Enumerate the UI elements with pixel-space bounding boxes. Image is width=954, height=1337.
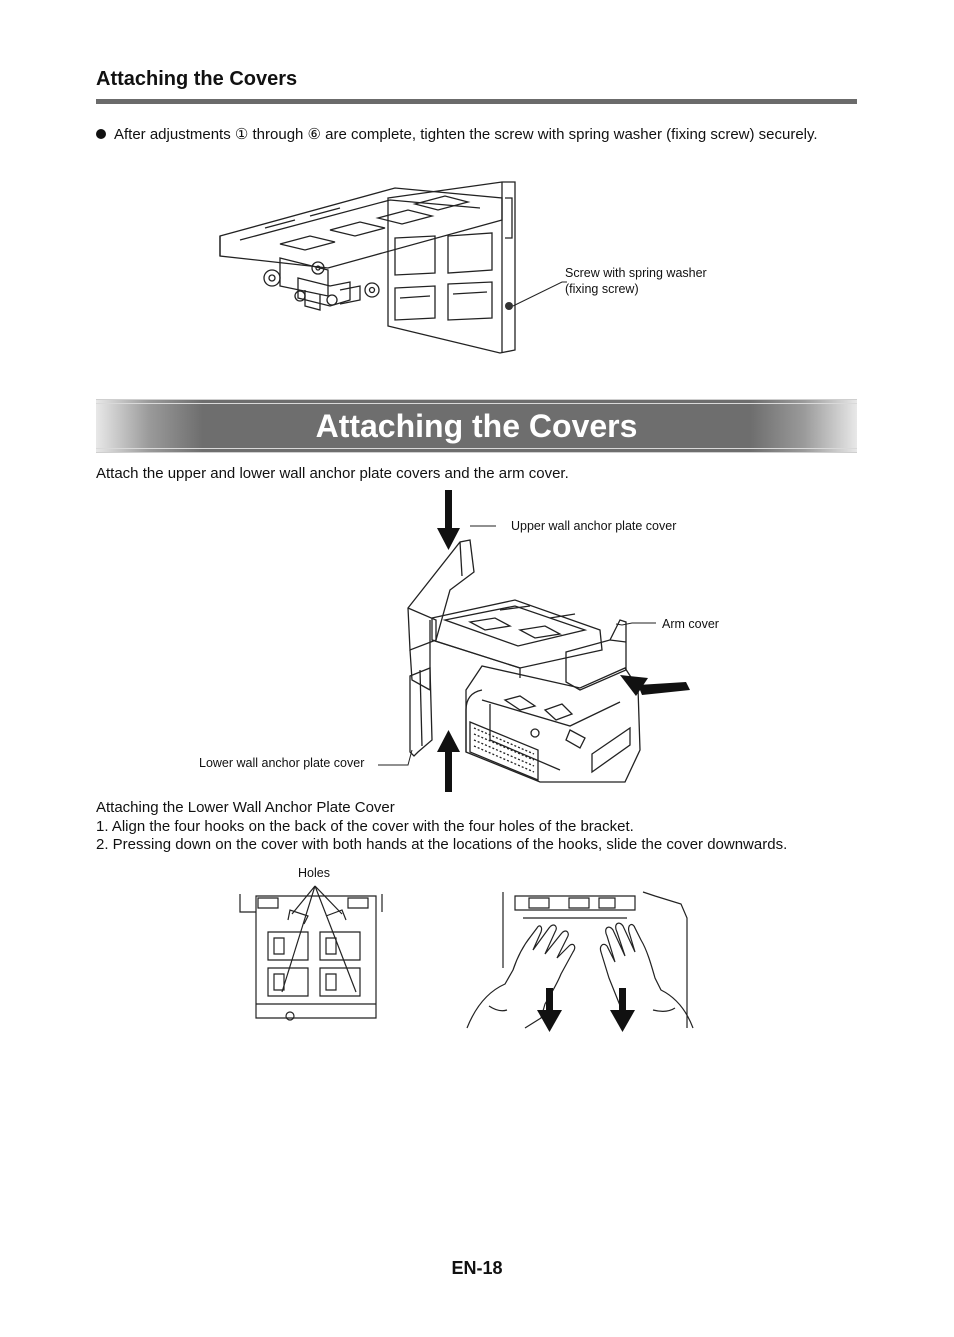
hands-slide-illustration bbox=[466, 891, 694, 1032]
bullet-icon bbox=[96, 129, 106, 139]
instruction-step-2: 2. Pressing down on the cover with both … bbox=[96, 836, 788, 853]
holes-label: Holes bbox=[298, 866, 330, 880]
arm-cover-label: Arm cover bbox=[662, 617, 719, 631]
bullet-item: After adjustments ① through ⑥ are comple… bbox=[96, 126, 856, 144]
lower-cover-label: Lower wall anchor plate cover bbox=[199, 756, 365, 770]
section-heading: Attaching the Covers bbox=[96, 68, 298, 90]
intro-text: Attach the upper and lower wall anchor p… bbox=[96, 465, 569, 482]
covers-illustration bbox=[378, 490, 690, 792]
fixing-screw-callout: Screw with spring washer (fixing screw) bbox=[565, 266, 707, 296]
bracket-illustration bbox=[219, 181, 567, 354]
bullet-text: After adjustments ① through ⑥ are comple… bbox=[114, 126, 818, 143]
upper-cover-label: Upper wall anchor plate cover bbox=[511, 519, 677, 533]
section-divider bbox=[96, 99, 857, 104]
instructions-title: Attaching the Lower Wall Anchor Plate Co… bbox=[96, 799, 395, 816]
page-number: EN-18 bbox=[451, 1258, 503, 1278]
page-title-banner: Attaching the Covers bbox=[96, 399, 857, 453]
instruction-step-1: 1. Align the four hooks on the back of t… bbox=[96, 818, 634, 835]
page-title: Attaching the Covers bbox=[315, 408, 638, 444]
bracket-holes-illustration bbox=[239, 885, 383, 1021]
